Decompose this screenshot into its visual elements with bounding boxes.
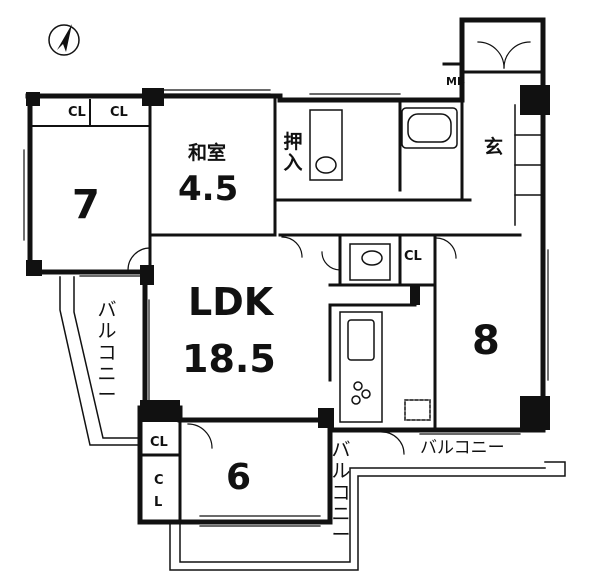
entrance-label: 玄 [484, 136, 504, 158]
balcony-label-bottom: バルコニー [420, 438, 505, 458]
closet-label-vertical-l: L [154, 495, 163, 510]
washbasin [309, 109, 343, 181]
interior-walls [138, 62, 545, 524]
balcony-label-bottom-vertical: バルコニー [331, 439, 351, 547]
closet-room7 [29, 99, 151, 127]
structural-columns [26, 85, 550, 430]
room-7-size: 7 [72, 182, 100, 228]
shoe-cabinet [514, 104, 541, 226]
room-8-size: 8 [472, 318, 500, 364]
doors [127, 41, 531, 455]
balcony-bottom [169, 461, 566, 571]
toilet [349, 243, 391, 281]
windows [23, 89, 549, 527]
north-arrow-icon [48, 24, 80, 56]
ldk-name: LDK [188, 280, 274, 324]
bathtub [401, 107, 458, 149]
oshiire-label: 押入 [283, 131, 303, 175]
closet-label: CL [404, 249, 422, 264]
closet-label: CL [68, 105, 86, 120]
closet-label: CL [150, 435, 168, 450]
closet-label-vertical-c: C [154, 473, 164, 488]
japanese-room-size: 4.5 [178, 169, 239, 209]
balcony-left [59, 276, 139, 446]
closet-label: CL [110, 105, 128, 120]
japanese-room-name: 和室 [188, 142, 227, 164]
kitchen-counter [339, 311, 431, 423]
balcony-label-left: バルコニー [97, 299, 117, 407]
ldk-size: 18.5 [182, 337, 276, 381]
room-6-size: 6 [226, 457, 252, 498]
meter-box-label: MB [446, 75, 466, 88]
